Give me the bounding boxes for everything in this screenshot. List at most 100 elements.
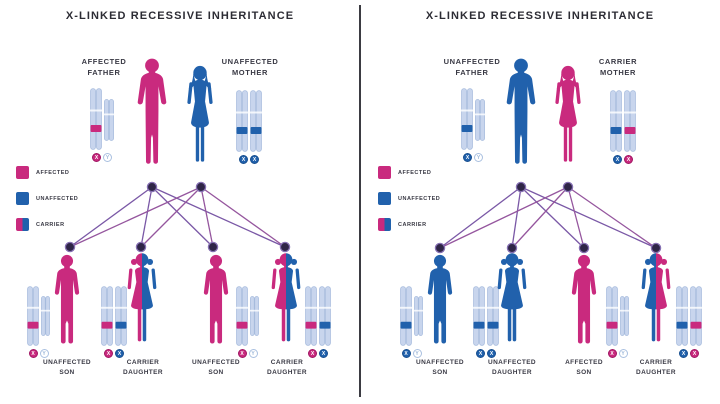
mother-node-icon — [562, 181, 574, 193]
x-chromosome-icon — [90, 88, 102, 150]
panel-divider — [359, 5, 361, 397]
child3-karyotype: X Y — [236, 286, 259, 358]
child1-label: UNAFFECTED SON — [42, 359, 92, 377]
x-chromosome-icon — [690, 286, 702, 346]
allele-x-badge: X — [401, 349, 411, 358]
allele-y-badge: Y — [618, 349, 628, 358]
allele-x-badge: X — [476, 349, 485, 358]
child2-label: UNAFFECTED DAUGHTER — [487, 359, 537, 377]
mother-chromosomes — [236, 90, 262, 152]
mother-label: UNAFFECTED MOTHER — [200, 56, 300, 79]
father-karyotype: X Y — [461, 88, 485, 162]
mother-label-line1: UNAFFECTED — [221, 57, 279, 66]
allele-y-badge: Y — [39, 349, 49, 358]
legend: AFFECTED UNAFFECTED CARRIER — [378, 166, 440, 231]
allele-x-badge: X — [115, 349, 124, 358]
mother-label-line1: CARRIER — [598, 57, 638, 66]
child4-label: CARRIER DAUGHTER — [266, 359, 308, 377]
affected-swatch-icon — [16, 166, 29, 179]
son-figure — [203, 254, 229, 344]
child-node-icon — [578, 242, 590, 254]
x-chromosome-icon — [606, 286, 618, 346]
legend-item-unaffected: UNAFFECTED — [16, 192, 78, 205]
x-chromosome-icon — [101, 286, 113, 346]
x-chromosome-icon — [236, 286, 248, 346]
mother-label: CARRIER MOTHER — [568, 56, 668, 79]
father-label-line1: UNAFFECTED — [443, 57, 501, 66]
father-label: AFFECTED FATHER — [54, 56, 154, 79]
child4-karyotype: X X — [676, 286, 702, 358]
legend-item-carrier: CARRIER — [16, 218, 78, 231]
daughter-figure — [641, 253, 671, 342]
allele-x-badge: X — [624, 155, 633, 164]
mother-alleles: X X — [239, 155, 259, 164]
legend-item-unaffected: UNAFFECTED — [378, 192, 440, 205]
inheritance-lines — [64, 181, 291, 253]
allele-x-badge: X — [690, 349, 699, 358]
daughter-figure — [497, 253, 527, 342]
child-node-icon — [279, 241, 291, 253]
page-title: X-LINKED RECESSIVE INHERITANCE — [425, 10, 655, 22]
x-chromosome-icon — [115, 286, 127, 346]
allele-x-badge: X — [463, 153, 472, 162]
affected-swatch-icon — [378, 166, 391, 179]
child1-karyotype: X Y — [400, 286, 423, 358]
father-label-line2: FATHER — [455, 68, 489, 78]
unaffected-swatch-icon — [378, 192, 391, 205]
carrier-swatch-icon — [378, 218, 391, 231]
father-node-icon — [146, 181, 158, 193]
child-node-icon — [64, 241, 76, 253]
page-title: X-LINKED RECESSIVE INHERITANCE — [65, 10, 295, 22]
child-node-icon — [135, 241, 147, 253]
allele-y-badge: Y — [412, 349, 422, 358]
panel-left: X-LINKED RECESSIVE INHERITANCE AFFECTED … — [16, 10, 331, 377]
x-chromosome-icon — [400, 286, 412, 346]
mother-karyotype: X X — [236, 90, 262, 164]
x-chromosome-icon — [236, 90, 248, 152]
child1-karyotype: X Y — [27, 286, 50, 358]
x-chromosome-icon — [250, 90, 262, 152]
legend-item-carrier: CARRIER — [378, 218, 440, 231]
x-chromosome-icon — [461, 88, 473, 150]
child3-karyotype: X Y — [606, 286, 629, 358]
father-chromosomes — [90, 88, 114, 150]
father-alleles: X Y — [92, 153, 112, 162]
allele-x-badge: X — [104, 349, 113, 358]
child-node-icon — [650, 242, 662, 254]
allele-x-badge: X — [679, 349, 688, 358]
child1-label: UNAFFECTED SON — [415, 359, 465, 377]
legend-item-affected: AFFECTED — [378, 166, 440, 179]
allele-x-badge: X — [487, 349, 496, 358]
allele-x-badge: X — [308, 349, 317, 358]
mother-label-line2: MOTHER — [231, 68, 269, 78]
panel-right: X-LINKED RECESSIVE INHERITANCE UNAFFECTE… — [360, 0, 720, 404]
mother-karyotype: X X — [610, 90, 636, 164]
daughter-figure — [271, 253, 301, 342]
x-chromosome-icon — [676, 286, 688, 346]
child2-karyotype: X X — [473, 286, 499, 358]
allele-x-badge: X — [239, 155, 248, 164]
son-figure — [571, 254, 597, 344]
x-chromosome-icon — [27, 286, 39, 346]
child3-label: UNAFFECTED SON — [191, 359, 241, 377]
allele-x-badge: X — [319, 349, 328, 358]
child2-karyotype: X X — [101, 286, 127, 358]
mother-node-icon — [195, 181, 207, 193]
father-node-icon — [515, 181, 527, 193]
father-label-line1: AFFECTED — [81, 57, 127, 66]
father-karyotype: X Y — [90, 88, 114, 162]
son-figure — [427, 254, 453, 344]
y-chromosome-icon — [250, 296, 259, 336]
child3-label: AFFECTED SON — [565, 359, 603, 377]
allele-x-badge: X — [92, 153, 101, 162]
x-chromosome-icon — [487, 286, 499, 346]
allele-y-badge: Y — [103, 153, 112, 162]
child2-label: CARRIER DAUGHTER — [122, 359, 164, 377]
daughter-figure — [127, 253, 157, 342]
legend: AFFECTED UNAFFECTED CARRIER — [16, 166, 78, 231]
legend-item-affected: AFFECTED — [16, 166, 78, 179]
father-label: UNAFFECTED FATHER — [422, 56, 522, 79]
mother-label-line2: MOTHER — [599, 68, 637, 78]
child-node-icon — [434, 242, 446, 254]
allele-x-badge: X — [607, 349, 617, 358]
